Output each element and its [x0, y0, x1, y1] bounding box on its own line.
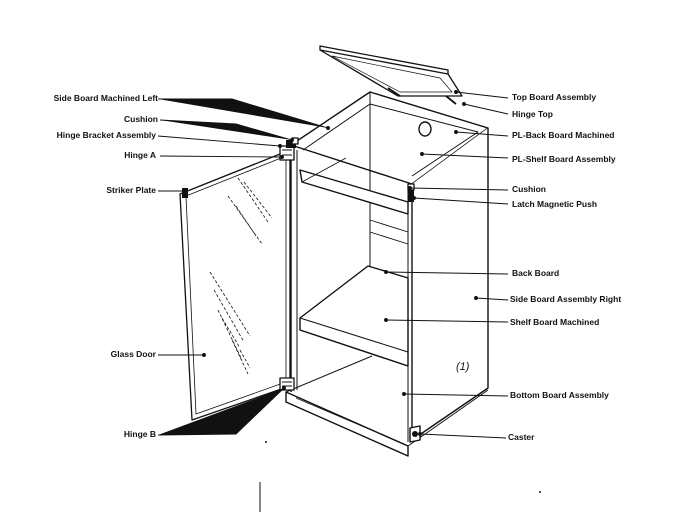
label-hinge-bracket: Hinge Bracket Assembly [57, 130, 157, 140]
label-hinge-a: Hinge A [124, 150, 156, 160]
label-top-board: Top Board Assembly [512, 92, 596, 102]
label-cushion-left: Cushion [124, 114, 158, 124]
part-mark: (1) [456, 361, 470, 373]
upper-shelf [299, 169, 409, 215]
label-latch: Latch Magnetic Push [512, 199, 597, 209]
striker-plate [182, 188, 188, 198]
label-hinge-b: Hinge B [124, 429, 156, 439]
side-board-right [411, 128, 489, 441]
label-glass-door: Glass Door [111, 349, 157, 359]
glass-door [179, 137, 415, 421]
label-side-board-left: Side Board Machined Left [54, 93, 159, 103]
label-cushion-right: Cushion [512, 184, 546, 194]
middle-shelf [299, 265, 409, 367]
leader-lines-left [157, 98, 330, 436]
label-caster: Caster [508, 432, 535, 442]
label-shelf-board-machined: Shelf Board Machined [510, 317, 599, 327]
back-board-hole [418, 121, 432, 137]
top-board-assembly [319, 45, 463, 105]
cabinet-body [285, 91, 489, 457]
label-back-board: Back Board [512, 268, 559, 278]
bottom-board [285, 391, 409, 457]
label-bottom-board: Bottom Board Assembly [510, 390, 609, 400]
label-striker-plate: Striker Plate [106, 185, 156, 195]
label-hinge-top: Hinge Top [512, 109, 553, 119]
label-back-board-machined: PL-Back Board Machined [512, 130, 615, 140]
hinge-bracket [286, 140, 296, 148]
latch-magnet [408, 190, 414, 202]
label-side-board-right: Side Board Assembly Right [510, 294, 621, 304]
label-shelf-board-assembly: PL-Shelf Board Assembly [512, 154, 616, 164]
leader-lines-right [384, 90, 509, 439]
